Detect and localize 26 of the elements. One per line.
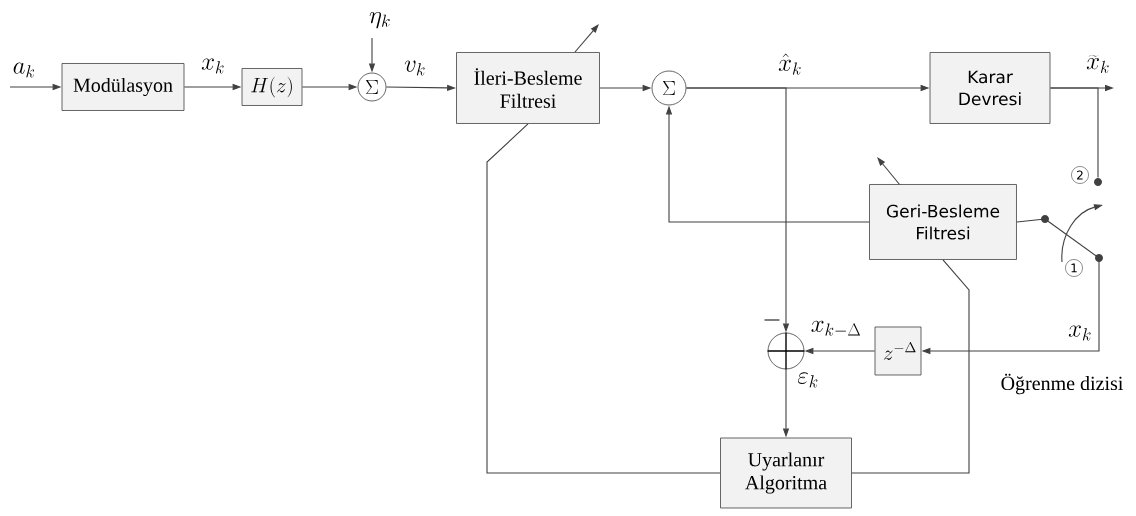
edge-label: $\widetilde{x}_k$ — [1086, 55, 1109, 73]
contact-number: 2 — [1071, 166, 1089, 184]
edge-label: $v_k$ — [404, 60, 425, 76]
edge-label: $x_k$ — [1068, 325, 1091, 341]
contact-number: 1 — [1065, 259, 1083, 277]
edge-label: $x_{k-\Delta}$ — [811, 320, 861, 336]
note-label: Öğrenme dizisi — [1001, 373, 1123, 395]
switch-contact — [1094, 178, 1102, 186]
edge-label: $x_k$ — [201, 58, 224, 74]
block-box: $H(z)$ — [241, 68, 303, 106]
block-box: Uyarlanır Algoritma — [720, 437, 852, 509]
adder-circle — [766, 331, 806, 371]
edge-label: $\hat{x}_k$ — [778, 53, 801, 75]
block-box: İleri-Besleme Filtresi — [456, 52, 600, 124]
block-box: Karar Devresi — [929, 52, 1051, 124]
edge-label: $\varepsilon_k$ — [798, 372, 818, 388]
edge-label: $-$ — [764, 319, 780, 321]
edge-label: $\eta_k$ — [369, 11, 390, 29]
switch-contact — [1041, 215, 1049, 223]
block-box: Geri-Besleme Filtresi — [869, 184, 1017, 260]
summing-junction: $\Sigma$ — [651, 70, 687, 106]
edge-label: $a_k$ — [13, 62, 35, 78]
block-box: Modülasyon — [61, 63, 185, 111]
block-box: $z^{-\Delta}$ — [874, 326, 922, 376]
summing-junction: $\Sigma$ — [357, 72, 387, 102]
switch-contact — [1095, 254, 1103, 262]
